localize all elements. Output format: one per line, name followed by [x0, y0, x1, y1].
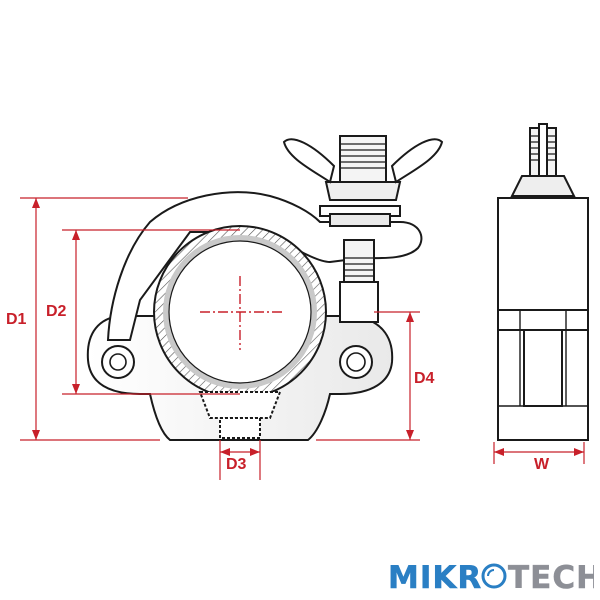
bottom-spigot [198, 391, 282, 419]
tube-shade [163, 235, 317, 389]
bolt-block [339, 281, 379, 323]
clamp-side-view [497, 123, 589, 441]
spring-washer [329, 213, 391, 227]
dimension-label-w: W [534, 456, 550, 473]
bottom-spigot-neck [219, 417, 261, 439]
logo-text-part1: MIKR [388, 560, 482, 594]
dimension-label-d3: D3 [226, 456, 247, 473]
logo-text-part2: TECH [508, 560, 594, 594]
dimension-label-d4: D4 [414, 370, 435, 387]
side-upper [497, 197, 589, 311]
dimension-arrows [32, 198, 584, 456]
side-middle [497, 309, 589, 331]
mikrotech-logo: MIKR TECH [388, 560, 594, 594]
dimension-label-d1: D1 [6, 311, 27, 328]
center-lines [200, 276, 282, 350]
clamp-upper-arm [106, 191, 423, 341]
side-spigot [523, 329, 563, 407]
left-ear-bolt-inner [109, 353, 127, 371]
wing-nut-icon [282, 135, 444, 201]
right-ear-bolt-inner [346, 352, 366, 372]
tube-inner-edge [168, 240, 312, 384]
side-nut [510, 175, 576, 197]
dimension-label-d2: D2 [46, 303, 67, 320]
logo-o-icon [481, 563, 507, 589]
